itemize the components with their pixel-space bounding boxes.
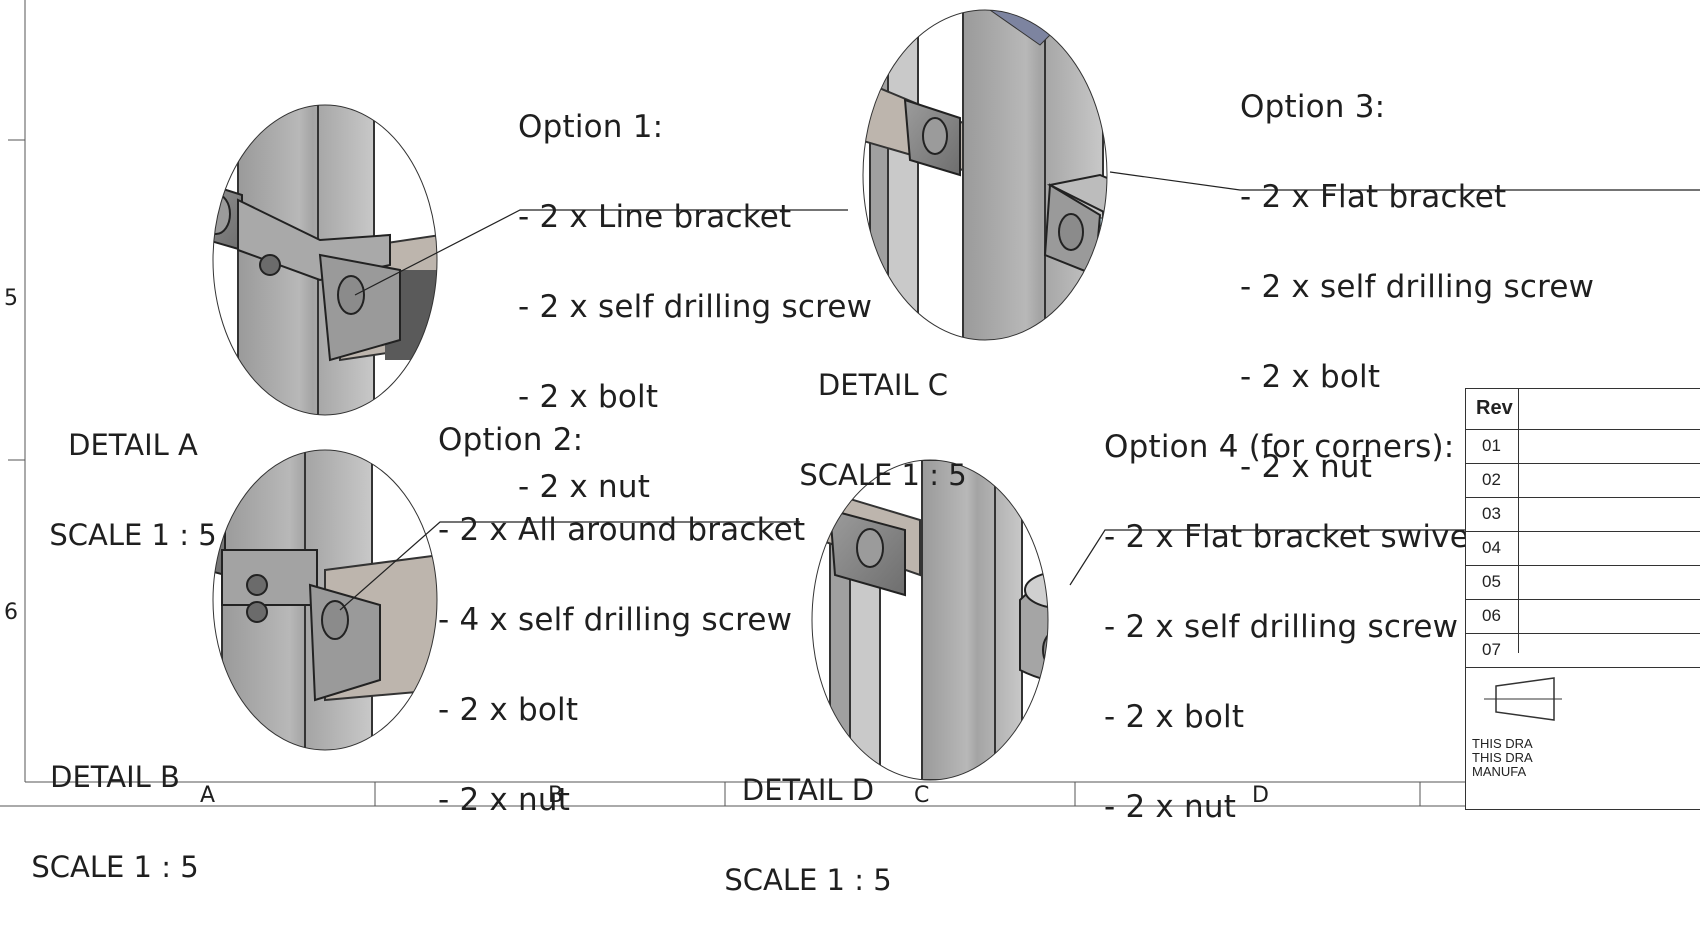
revision-table-divider	[1518, 389, 1519, 653]
revision-table-header: Rev	[1466, 389, 1700, 430]
table-row: 03	[1466, 497, 1700, 532]
detail-d-scale: SCALE 1 : 5	[724, 863, 892, 897]
option-3-line: - 2 x self drilling screw	[1240, 269, 1595, 305]
table-row: 04	[1466, 531, 1700, 566]
revision-header-rev: Rev	[1476, 397, 1513, 419]
revision-table: Rev 01 02 03 04 05 06 07 THIS DRA THIS D…	[1465, 388, 1700, 810]
revision-number: 02	[1482, 470, 1501, 489]
leader-lines	[339, 171, 1700, 611]
option-1-line: - 2 x nut	[518, 469, 651, 505]
drawing-note-line: MANUFA	[1472, 764, 1527, 779]
detail-c-scale: SCALE 1 : 5	[799, 458, 967, 492]
option-4-line: - 2 x nut	[1104, 789, 1237, 825]
option-3-note: Option 3: - 2 x Flat bracket - 2 x self …	[1240, 32, 1594, 512]
revision-number: 01	[1482, 436, 1501, 455]
drawing-note: THIS DRA THIS DRA MANUFA	[1472, 737, 1533, 779]
table-row: 01	[1466, 429, 1700, 464]
sheet-border	[0, 0, 1700, 807]
option-3-line: - 2 x Flat bracket	[1240, 179, 1507, 215]
drawing-sheet	[0, 0, 1700, 807]
detail-a-label: DETAIL A SCALE 1 : 5	[38, 370, 228, 580]
option-1-note: Option 1: - 2 x Line bracket - 2 x self …	[518, 52, 872, 532]
zone-row-6: 6	[4, 600, 18, 625]
projection-symbol-icon	[1484, 677, 1562, 721]
detail-b-view	[213, 450, 437, 750]
detail-c-title: DETAIL C	[817, 368, 949, 402]
option-2-line: - 2 x bolt	[438, 692, 579, 728]
option-4-title: Option 4 (for corners):	[1104, 429, 1455, 465]
zone-col-c: C	[914, 783, 930, 808]
option-2-line: - 2 x nut	[438, 782, 571, 818]
table-row: 06	[1466, 599, 1700, 634]
option-1-line: - 2 x self drilling screw	[518, 289, 873, 325]
detail-d-label: DETAIL D SCALE 1 : 5	[713, 715, 903, 925]
drawing-note-line: THIS DRA	[1472, 736, 1533, 751]
table-row: 02	[1466, 463, 1700, 498]
revision-number: 06	[1482, 606, 1501, 625]
revision-number: 03	[1482, 504, 1501, 523]
revision-number: 05	[1482, 572, 1501, 591]
option-2-line: - 2 x All around bracket	[438, 512, 806, 548]
detail-d-title: DETAIL D	[741, 773, 875, 807]
detail-b-outline	[212, 449, 438, 751]
zone-row-5: 5	[4, 286, 18, 311]
option-3-line: - 2 x bolt	[1240, 359, 1381, 395]
option-1-line: - 2 x bolt	[518, 379, 659, 415]
detail-a-outline	[212, 104, 438, 416]
zone-col-d: D	[1252, 783, 1269, 808]
table-row: 05	[1466, 565, 1700, 600]
revision-number: 07	[1482, 640, 1501, 659]
detail-b-title: DETAIL B	[50, 760, 180, 794]
option-2-line: - 4 x self drilling screw	[438, 602, 793, 638]
detail-c-outline	[862, 9, 1108, 341]
detail-a-title: DETAIL A	[68, 428, 198, 462]
drawing-note-line: THIS DRA	[1472, 750, 1533, 765]
option-2-note: Option 2: - 2 x All around bracket - 4 x…	[438, 365, 805, 845]
option-4-line: - 2 x bolt	[1104, 699, 1245, 735]
detail-b-scale: SCALE 1 : 5	[31, 850, 199, 884]
option-2-title: Option 2:	[438, 422, 584, 458]
option-1-title: Option 1:	[518, 109, 664, 145]
option-3-title: Option 3:	[1240, 89, 1386, 125]
option-4-line: - 2 x self drilling screw	[1104, 609, 1459, 645]
detail-b-label: DETAIL B SCALE 1 : 5	[20, 702, 210, 912]
detail-d-outline	[811, 459, 1049, 781]
option-3-line: - 2 x nut	[1240, 449, 1373, 485]
option-4-note: Option 4 (for corners): - 2 x Flat brack…	[1104, 372, 1478, 852]
zone-col-b: B	[548, 783, 564, 808]
detail-c-label: DETAIL C SCALE 1 : 5	[788, 310, 978, 520]
option-1-line: - 2 x Line bracket	[518, 199, 792, 235]
detail-a-scale: SCALE 1 : 5	[49, 518, 217, 552]
zone-col-a: A	[200, 783, 216, 808]
table-row: 07	[1466, 633, 1700, 668]
revision-number: 04	[1482, 538, 1501, 557]
detail-c-view	[863, 10, 1107, 340]
option-4-line: - 2 x Flat bracket swivel	[1104, 519, 1478, 555]
